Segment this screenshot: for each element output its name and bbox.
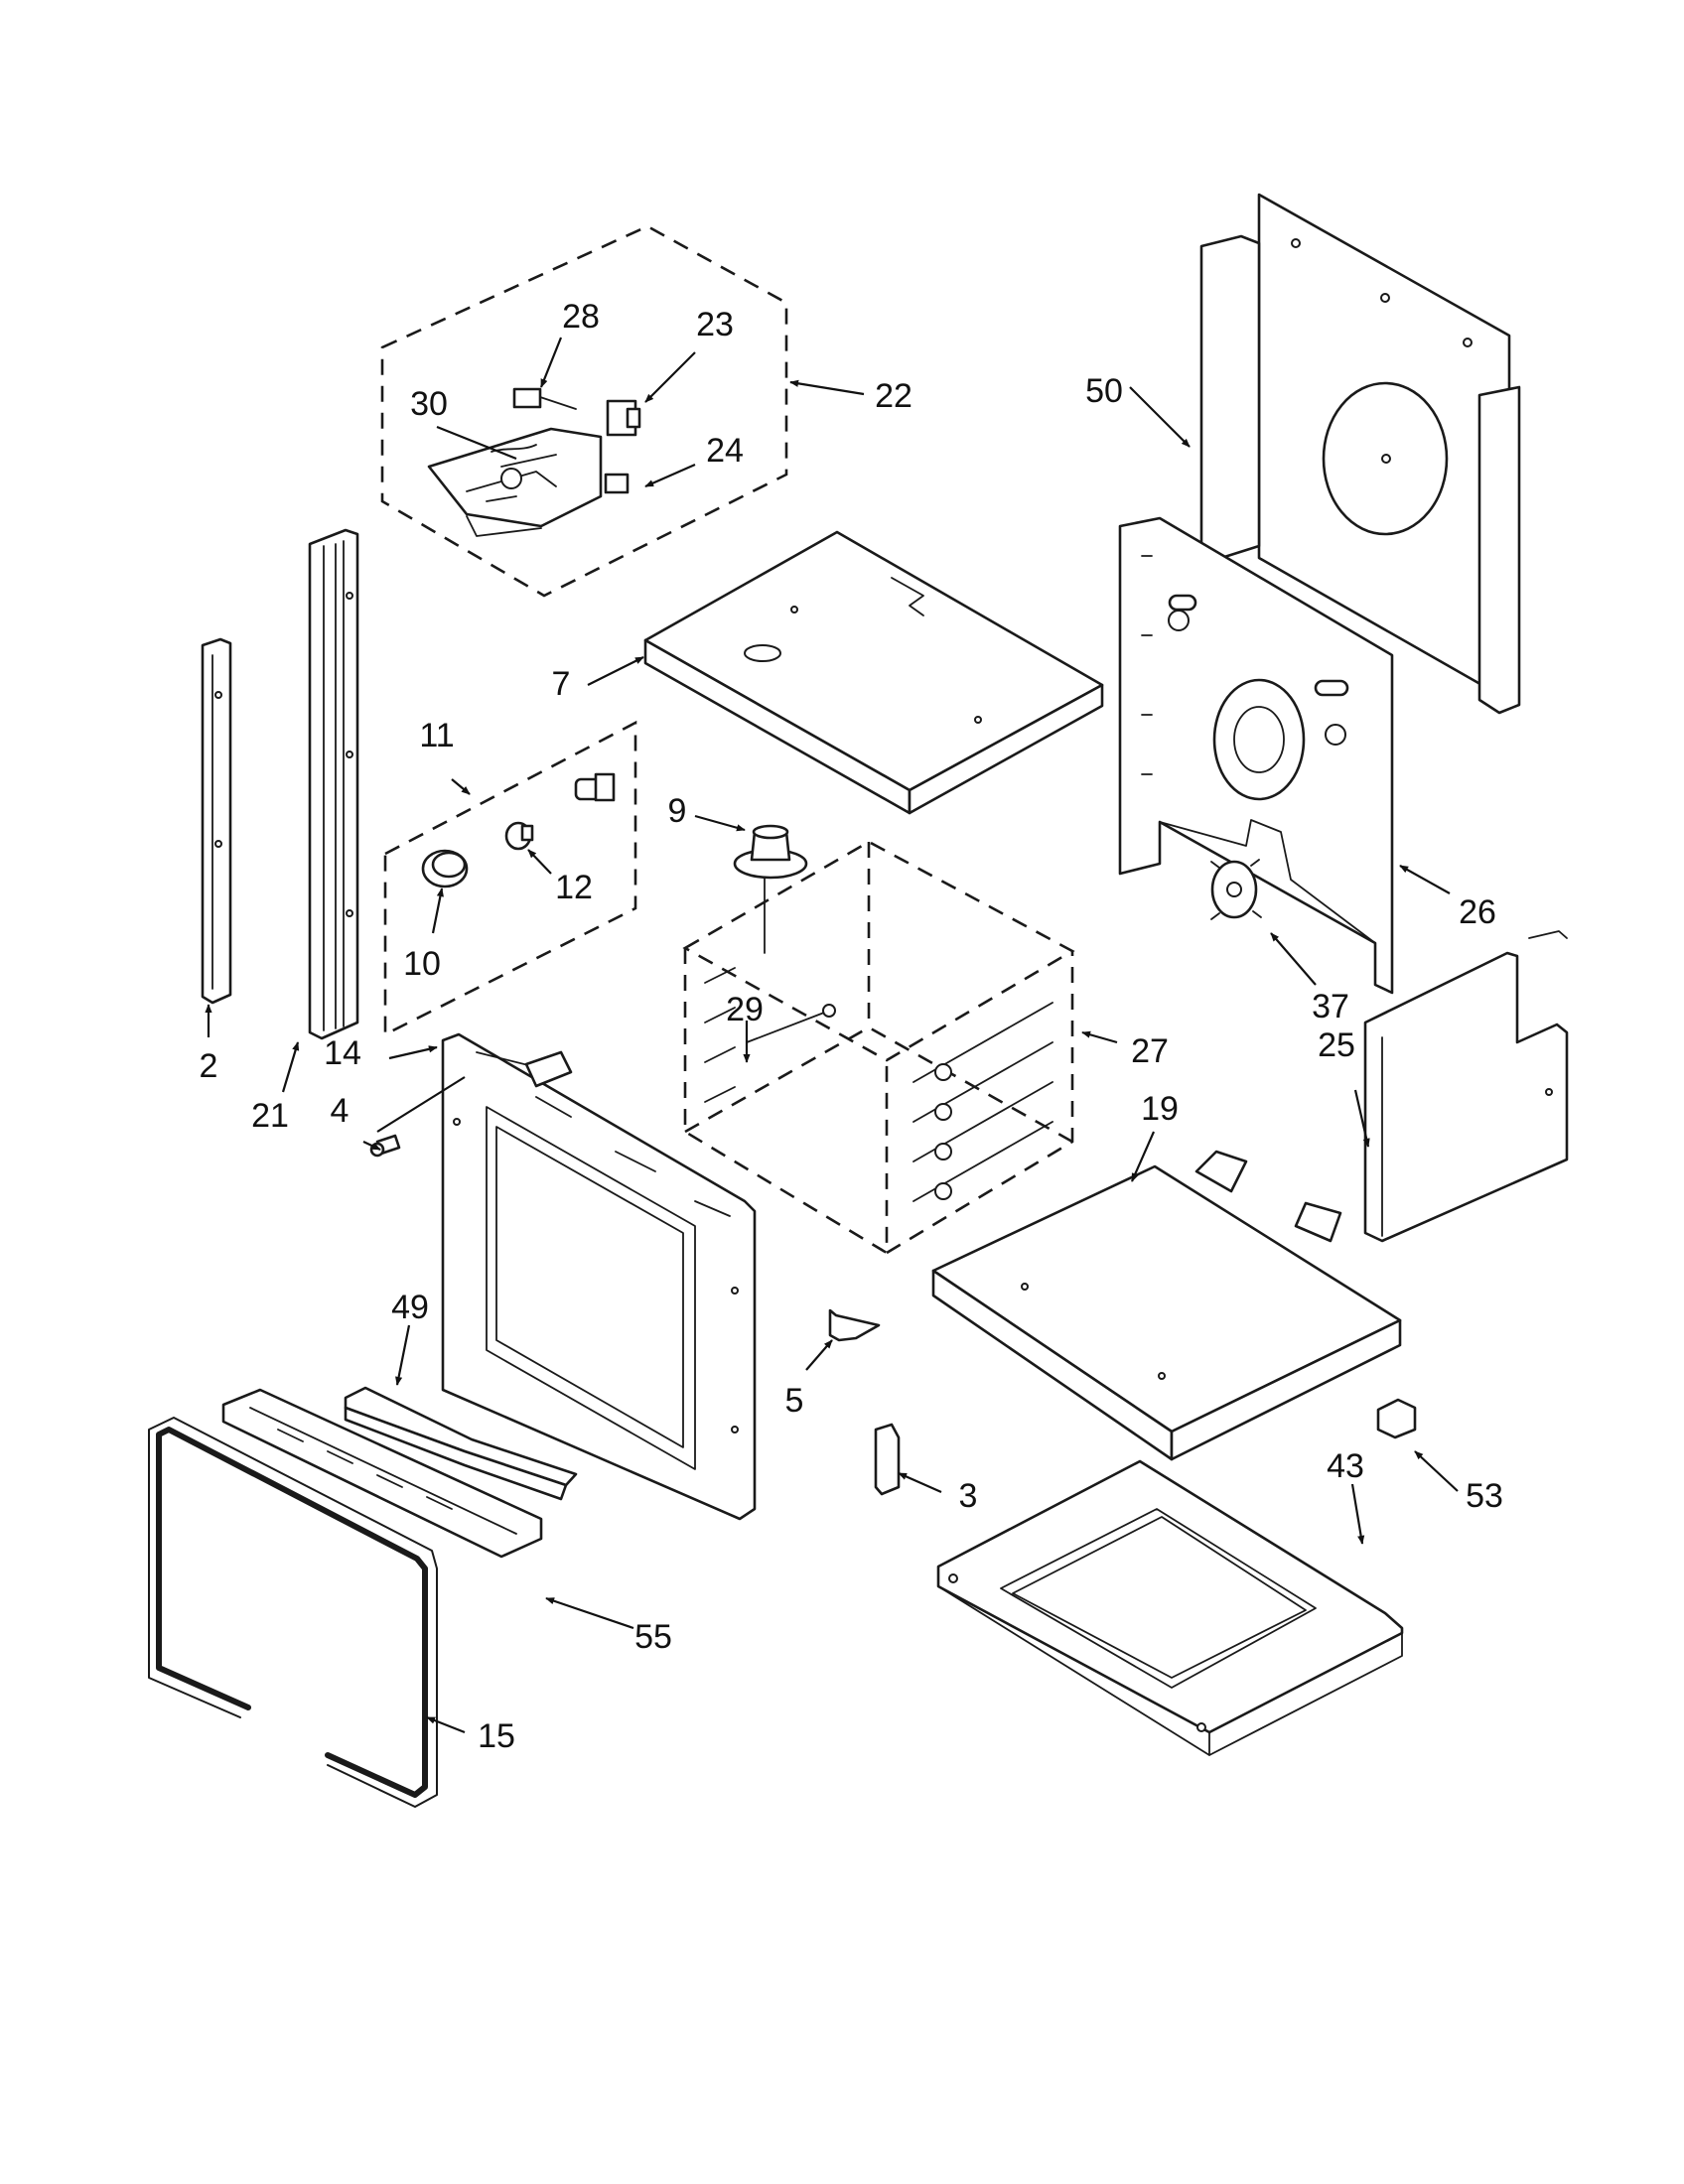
light-assembly <box>383 720 637 1037</box>
callout-43: 43 <box>1327 1447 1364 1485</box>
callout-11: 11 <box>419 717 454 754</box>
door-gasket <box>148 1417 438 1808</box>
switch-28-part <box>512 387 577 410</box>
callout-29: 29 <box>726 991 764 1028</box>
callout-22: 22 <box>875 377 912 415</box>
control-bracket-assembly <box>380 224 788 598</box>
callout-49: 49 <box>391 1289 429 1326</box>
callout-2: 2 <box>200 1047 218 1085</box>
thermostat-23-part <box>606 399 641 437</box>
callout-50: 50 <box>1085 372 1123 410</box>
callout-26: 26 <box>1459 893 1496 931</box>
leader-lines <box>205 337 1459 1734</box>
callout-12: 12 <box>555 869 593 906</box>
bracket-3 <box>874 1423 901 1496</box>
rack-supports-left <box>704 967 736 1103</box>
side-trim <box>308 528 359 1040</box>
vent-trim <box>221 1388 543 1559</box>
callout-23: 23 <box>696 306 734 343</box>
callout-7: 7 <box>552 665 571 703</box>
lens-10-part <box>421 849 469 888</box>
clip-53 <box>1376 1398 1417 1439</box>
relay-24-part <box>604 473 630 494</box>
callout-28: 28 <box>562 298 600 336</box>
callout-24: 24 <box>706 432 744 470</box>
callout-10: 10 <box>403 945 441 983</box>
callout-53: 53 <box>1466 1477 1503 1515</box>
vent-strip <box>344 1386 578 1501</box>
callout-55: 55 <box>634 1618 672 1656</box>
callout-3: 3 <box>959 1477 978 1515</box>
bottom-panel <box>931 1150 1402 1461</box>
callout-37: 37 <box>1312 988 1349 1025</box>
element-part <box>1210 859 1262 920</box>
oven-cavity <box>682 840 1075 1256</box>
callout-30: 30 <box>410 385 448 423</box>
rear-panel <box>1199 193 1521 715</box>
callout-labels: 2 3 4 5 7 9 10 11 12 14 15 19 21 22 23 2… <box>200 298 1503 1755</box>
front-frame <box>441 1032 757 1521</box>
sensor-29-part <box>746 1004 836 1043</box>
callout-19: 19 <box>1141 1090 1179 1128</box>
fan-baffle <box>1118 516 1394 995</box>
callout-27: 27 <box>1131 1032 1169 1070</box>
callout-5: 5 <box>785 1382 804 1420</box>
side-panel <box>1363 930 1569 1243</box>
bulb-12-part <box>504 821 534 851</box>
trim-strip <box>201 637 232 1005</box>
rack-supports-right <box>912 1002 1053 1202</box>
callout-9: 9 <box>668 792 687 830</box>
bracket-5 <box>828 1308 881 1342</box>
callout-25: 25 <box>1318 1026 1355 1064</box>
socket-part <box>574 772 616 802</box>
callout-21: 21 <box>251 1097 289 1135</box>
control-bracket-part <box>427 427 603 537</box>
bottom-tray <box>936 1459 1404 1756</box>
screw <box>369 1134 401 1158</box>
fan-motor <box>733 824 808 954</box>
callout-15: 15 <box>478 1717 515 1755</box>
callout-14: 14 <box>324 1034 361 1072</box>
top-panel <box>643 530 1104 815</box>
callout-4: 4 <box>331 1092 350 1130</box>
